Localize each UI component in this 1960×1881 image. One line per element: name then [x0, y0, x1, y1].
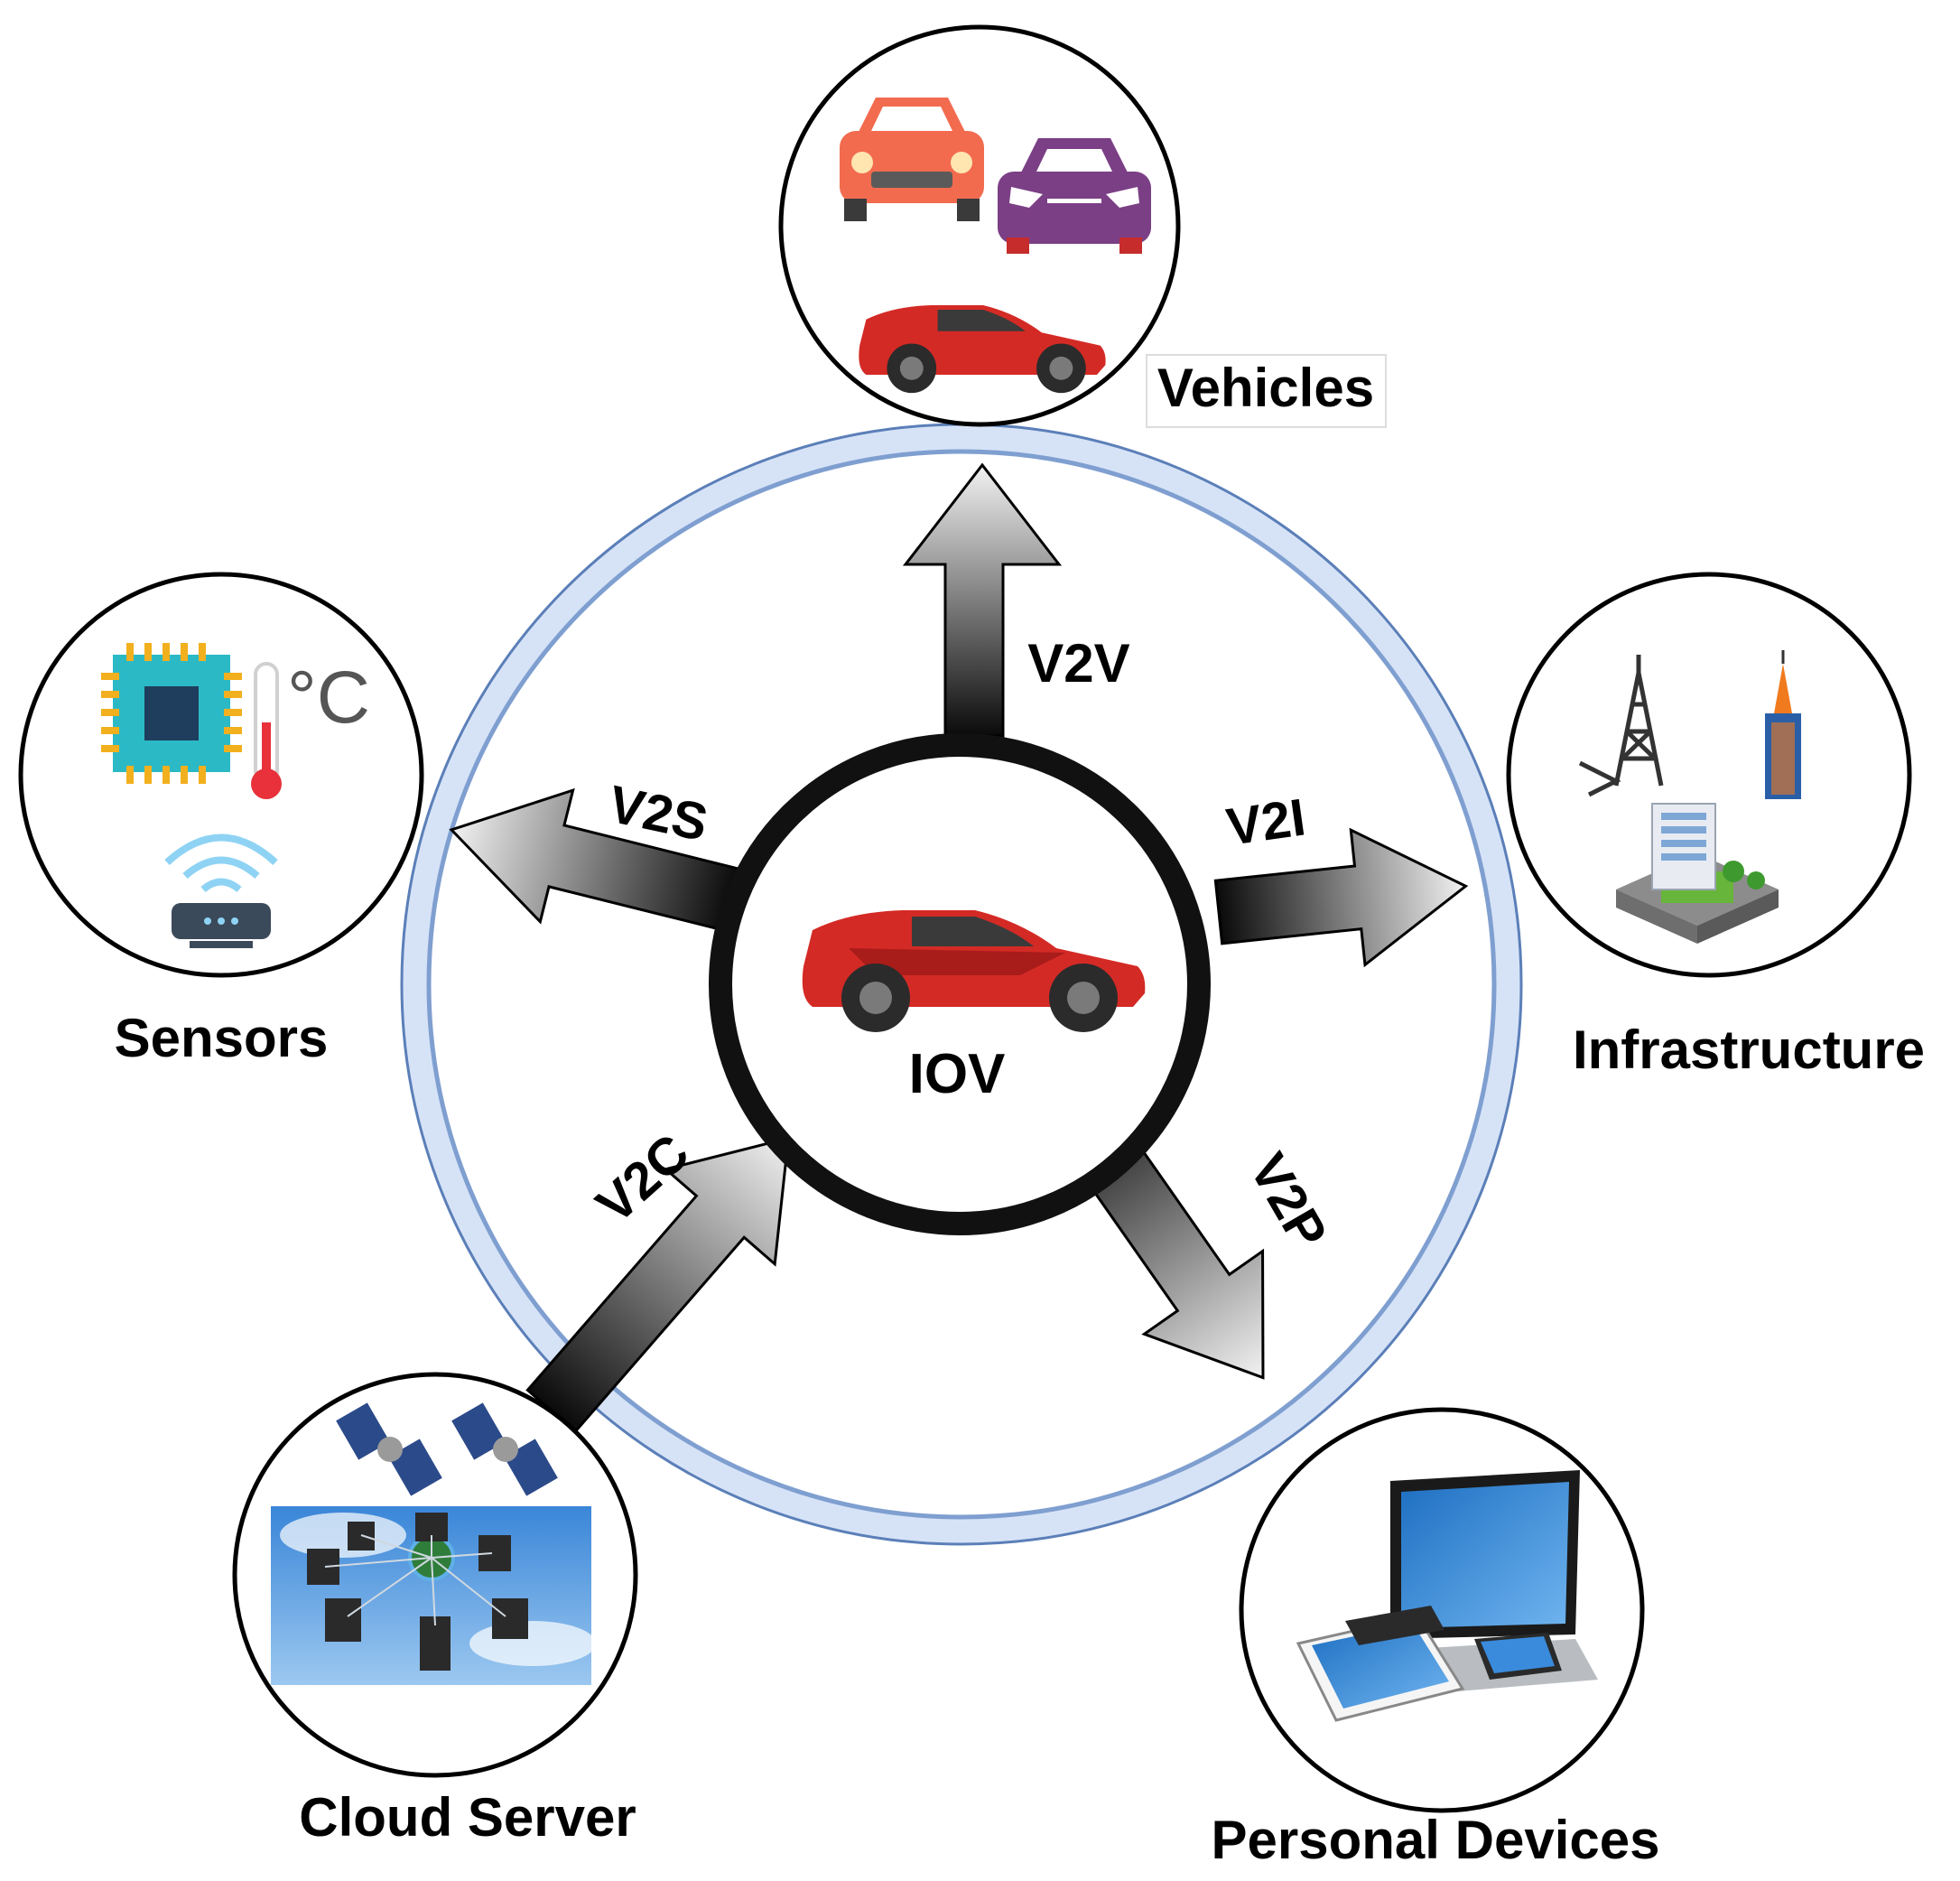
red-sports-car-icon: [859, 304, 1106, 394]
purple-car-icon: [998, 138, 1151, 254]
personal-devices-label: Personal Devices: [1212, 1810, 1660, 1870]
arrow-v2c: [525, 1136, 790, 1434]
arrow-v2s: [449, 787, 741, 933]
node-sensors: °C: [18, 572, 424, 978]
satellite-icon: [336, 1402, 558, 1496]
wifi-router-icon: [164, 833, 278, 948]
infrastructure-label: Infrastructure: [1573, 1020, 1925, 1080]
node-personal-devices: [1239, 1407, 1645, 1813]
vehicles-label: Vehicles: [1157, 358, 1374, 418]
cloud-server-label: Cloud Server: [299, 1787, 636, 1848]
v2v-label: V2V: [1027, 633, 1129, 694]
arrow-v2v: [902, 462, 1063, 738]
coral-car-icon: [840, 98, 984, 221]
building-icon: [1616, 803, 1779, 944]
skyscraper-icon: [1765, 650, 1801, 799]
node-cloud-server: [232, 1372, 638, 1778]
arrow-v2i: [1213, 827, 1469, 968]
outer-ring-border-in: [426, 449, 1497, 1520]
iov-label: IOV: [909, 1043, 1006, 1105]
cell-tower-icon: [1578, 655, 1664, 797]
v2p-label: V2P: [1238, 1144, 1338, 1259]
smartphone-icon: [1345, 1606, 1562, 1680]
sensors-label: Sensors: [115, 1008, 329, 1068]
vehicles-label-box: [1146, 354, 1387, 428]
car-icon: [802, 910, 1146, 1032]
chip-icon: [101, 643, 242, 784]
thermometer-icon: [251, 662, 282, 799]
v2i-label: V2I: [1223, 787, 1309, 856]
outer-ring: [402, 424, 1521, 1544]
node-vehicles: [778, 24, 1181, 427]
cloud-servers-icon: [271, 1506, 596, 1685]
node-infrastructure: [1506, 572, 1912, 978]
celsius-label: °C: [287, 656, 370, 739]
